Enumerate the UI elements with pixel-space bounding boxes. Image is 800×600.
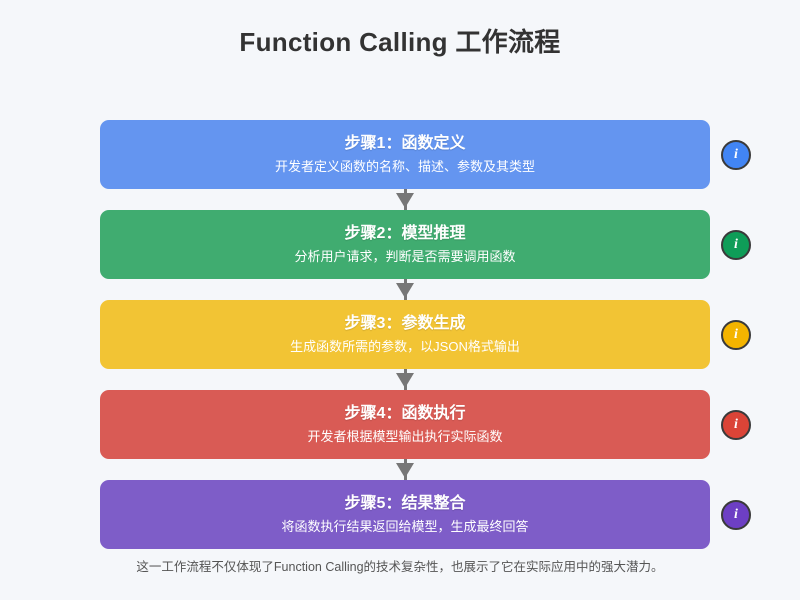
arrow-down-icon xyxy=(396,463,414,478)
flow-connector-arrow xyxy=(100,189,710,210)
step-description: 将函数执行结果返回给模型，生成最终回答 xyxy=(281,518,529,534)
flow-step-2: 步骤2：模型推理分析用户请求，判断是否需要调用函数 xyxy=(100,210,710,279)
flow-connector-arrow xyxy=(100,369,710,390)
flow-step-3: 步骤3：参数生成生成函数所需的参数，以JSON格式输出 xyxy=(100,300,710,369)
footer-note: 这一工作流程不仅体现了Function Calling的技术复杂性，也展示了它在… xyxy=(136,560,664,574)
step-title: 步骤3：参数生成 xyxy=(344,314,466,332)
info-icon-badge-2[interactable]: i xyxy=(721,229,751,260)
arrow-down-icon xyxy=(396,193,414,208)
step-box[interactable]: 步骤1：函数定义开发者定义函数的名称、描述、参数及其类型 xyxy=(100,120,710,189)
arrow-down-icon xyxy=(396,283,414,298)
step-box[interactable]: 步骤4：函数执行开发者根据模型输出执行实际函数 xyxy=(100,390,710,459)
step-description: 开发者根据模型输出执行实际函数 xyxy=(307,428,503,444)
step-box[interactable]: 步骤5：结果整合将函数执行结果返回给模型，生成最终回答 xyxy=(100,480,710,549)
info-icon-badge-4[interactable]: i xyxy=(721,409,751,440)
page-title: Function Calling 工作流程 xyxy=(239,27,561,57)
step-description: 开发者定义函数的名称、描述、参数及其类型 xyxy=(274,158,535,174)
flow-step-1: 步骤1：函数定义开发者定义函数的名称、描述、参数及其类型 xyxy=(100,120,710,189)
flow-step-5: 步骤5：结果整合将函数执行结果返回给模型，生成最终回答 xyxy=(100,480,710,549)
step-title: 步骤5：结果整合 xyxy=(344,494,466,512)
arrow-down-icon xyxy=(396,373,414,388)
step-title: 步骤1：函数定义 xyxy=(344,134,466,152)
step-box[interactable]: 步骤2：模型推理分析用户请求，判断是否需要调用函数 xyxy=(100,210,710,279)
info-icon-badge-3[interactable]: i xyxy=(721,319,751,350)
flow-connector-arrow xyxy=(100,279,710,300)
step-title: 步骤4：函数执行 xyxy=(344,404,466,422)
info-icon-badge-1[interactable]: i xyxy=(721,139,751,170)
step-box[interactable]: 步骤3：参数生成生成函数所需的参数，以JSON格式输出 xyxy=(100,300,710,369)
flow-connector-arrow xyxy=(100,459,710,480)
step-description: 分析用户请求，判断是否需要调用函数 xyxy=(294,248,516,264)
step-title: 步骤2：模型推理 xyxy=(344,224,466,242)
flow-container: 步骤1：函数定义开发者定义函数的名称、描述、参数及其类型步骤2：模型推理分析用户… xyxy=(100,120,710,549)
info-icon-badge-5[interactable]: i xyxy=(721,499,751,530)
flow-step-4: 步骤4：函数执行开发者根据模型输出执行实际函数 xyxy=(100,390,710,459)
step-description: 生成函数所需的参数，以JSON格式输出 xyxy=(290,338,520,354)
